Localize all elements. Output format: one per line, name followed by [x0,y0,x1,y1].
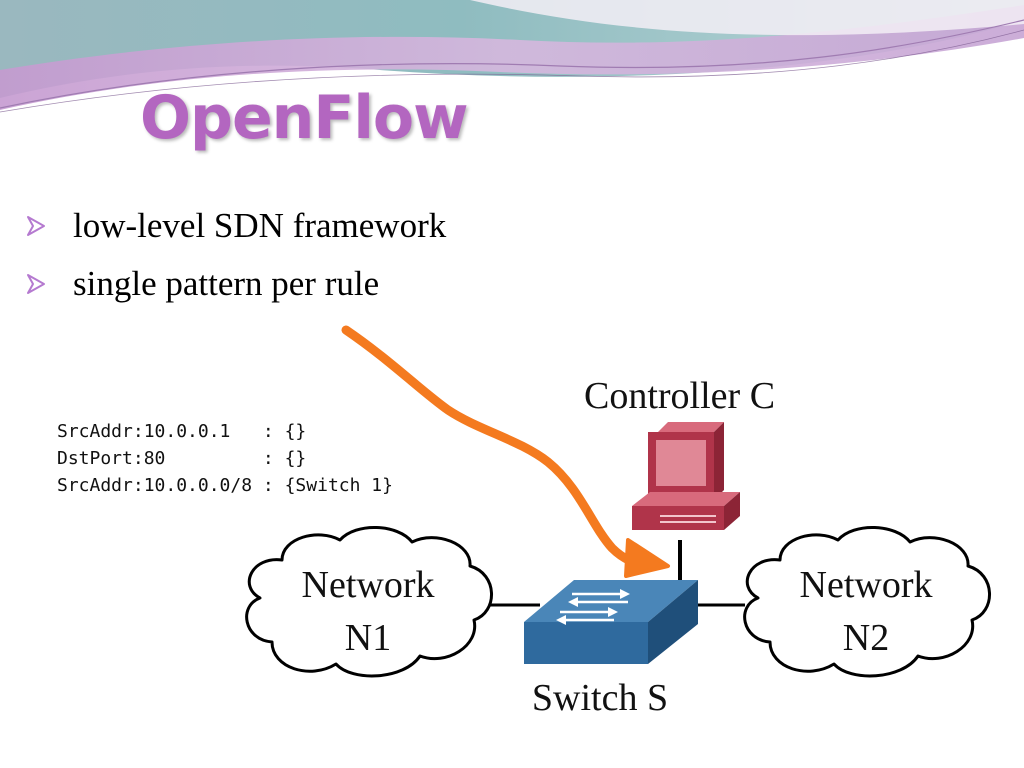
rule-separator: : [252,448,285,469]
slide-title: OpenFlow [140,83,469,153]
arrowhead-bullet-icon [27,274,45,294]
bullet-item: single pattern per rule [26,260,379,308]
switch-label: Switch S [532,677,668,719]
network-n1-line1: Network [302,564,435,606]
network-n1-line2: N1 [345,617,391,659]
network-n2-line2: N2 [843,617,889,659]
cloud-icon [245,526,493,678]
rule-action: {} [284,448,307,469]
rule-action: {Switch 1} [284,475,393,496]
rule-separator: : [252,421,285,442]
flow-rule-table: SrcAddr:10.0.0.1 : {} DstPort:80 : {} Sr… [57,418,393,499]
rule-separator: : [252,475,285,496]
orange-arrow-annotation [341,325,670,578]
flow-rule-row: DstPort:80 : {} [57,445,393,472]
desktop-computer-icon [632,422,740,530]
flow-rule-row: SrcAddr:10.0.0.0/8 : {Switch 1} [57,472,393,499]
flow-rule-row: SrcAddr:10.0.0.1 : {} [57,418,393,445]
bullet-text: low-level SDN framework [73,206,447,245]
rule-pattern: DstPort:80 [57,448,253,469]
rule-pattern: SrcAddr:10.0.0.1 [57,421,253,442]
network-n2-line1: Network [800,564,933,606]
rule-action: {} [284,421,307,442]
cloud-icon [743,526,991,678]
bullet-text: single pattern per rule [73,264,380,303]
bullet-item: low-level SDN framework [26,202,446,250]
header-wave-decoration [0,0,1024,113]
controller-label: Controller C [584,375,775,417]
arrowhead-bullet-icon [27,216,45,236]
network-switch-icon [524,580,698,664]
rule-pattern: SrcAddr:10.0.0.0/8 [57,475,253,496]
